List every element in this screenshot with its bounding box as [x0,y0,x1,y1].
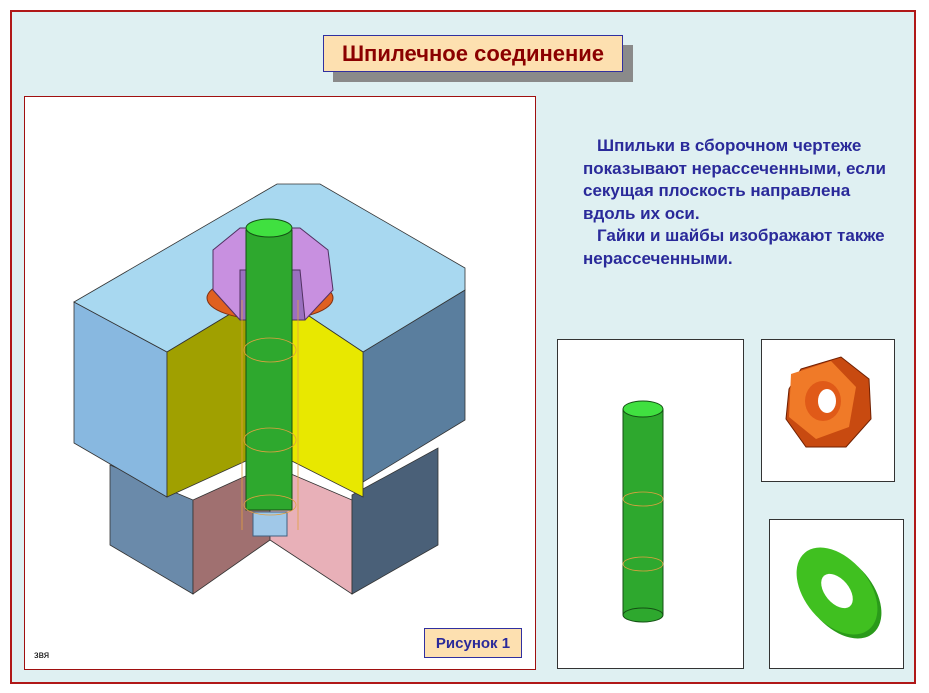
lower-block-right-face [351,447,439,595]
stud-drawing [622,400,664,623]
slide-title: Шпилечное соединение [323,35,623,72]
description-text: Шпильки в сборочном чертеже показывают н… [583,135,903,270]
description-paragraph-2: Гайки и шайбы изображают также нерассече… [583,226,885,268]
author-initials: звя [34,650,50,661]
washer-drawing [796,547,882,639]
stud-joint-assembly-drawing [73,183,466,595]
thread-hole-bottom [252,511,288,537]
figure-caption: Рисунок 1 [424,628,522,658]
description-paragraph-1: Шпильки в сборочном чертеже показывают н… [583,136,886,223]
stud [245,229,293,511]
nut-drawing [785,356,872,448]
